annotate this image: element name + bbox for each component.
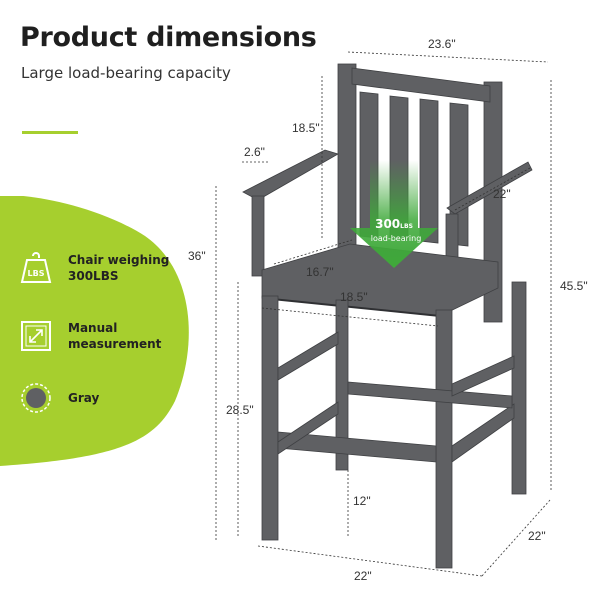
dim-seat-depth: 16.7" (306, 265, 334, 279)
chair-body (242, 63, 533, 569)
load-label: load-bearing (371, 234, 422, 243)
load-value: 300 (375, 217, 400, 231)
feature-label: Chair weighing 300LBS (68, 253, 170, 283)
dim-base-width: 22" (354, 569, 372, 583)
weight-icon-label: LBS (28, 269, 45, 278)
dim-arm-depth: 22" (493, 187, 511, 201)
dim-leg-height: 28.5" (226, 403, 254, 417)
feature-measurement: Manual measurement (20, 320, 161, 352)
load-arrow: 300LBS load-bearing (350, 160, 438, 268)
load-unit: LBS (400, 223, 413, 230)
dim-back-height: 18.5" (292, 121, 320, 135)
svg-text:300LBS: 300LBS (375, 217, 413, 231)
feature-weight: LBS Chair weighing 300LBS (20, 252, 169, 284)
page-title: Product dimensions (20, 22, 317, 53)
dim-seat-width: 18.5" (340, 290, 368, 304)
green-background-shape (0, 196, 189, 466)
dim-arm-width: 2.6" (244, 145, 265, 159)
dim-seat-height-total: 36" (188, 249, 206, 263)
weight-icon: LBS (20, 252, 52, 284)
dim-overall-height: 45.5" (560, 279, 588, 293)
feature-label: Gray (68, 391, 100, 405)
feature-label: Manual measurement (68, 321, 162, 351)
feature-color: Gray (20, 382, 99, 414)
dim-base-depth: 22" (528, 529, 546, 543)
dim-footrest-height: 12" (353, 494, 371, 508)
measure-icon (20, 320, 52, 352)
accent-divider (22, 131, 78, 134)
page-subtitle: Large load-bearing capacity (21, 64, 231, 82)
color-swatch-icon (20, 382, 52, 414)
dim-top-width: 23.6" (428, 37, 456, 51)
dimension-lines (215, 51, 552, 577)
